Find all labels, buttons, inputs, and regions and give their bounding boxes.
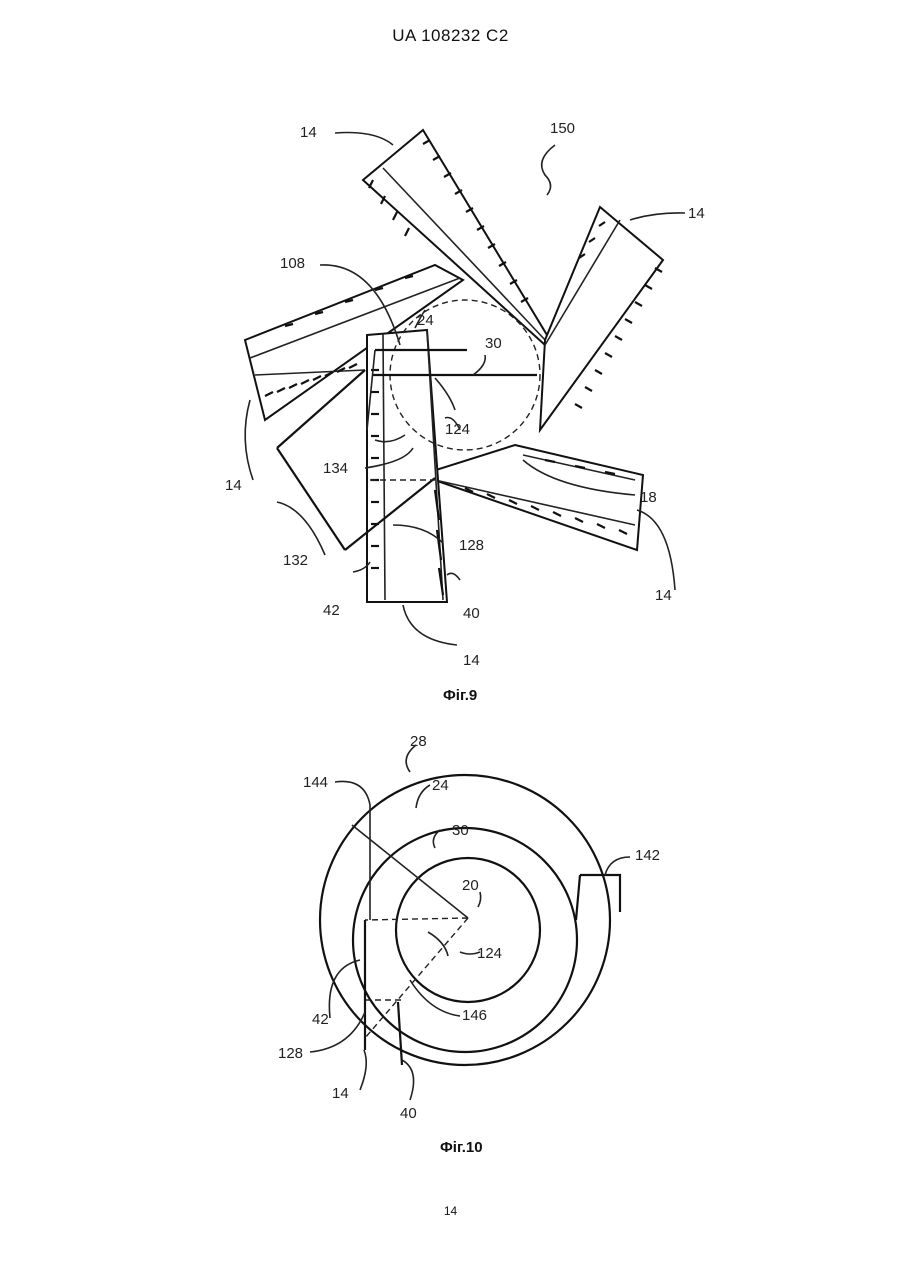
label-124: 124 [445, 421, 470, 438]
label-144: 144 [303, 774, 328, 791]
label-132: 132 [283, 552, 308, 569]
label-24: 24 [432, 777, 449, 794]
label-14-top: 14 [300, 124, 317, 141]
label-124: 124 [477, 945, 502, 962]
patent-number-header: UA 108232 C2 [0, 26, 901, 46]
figure-9-drawing: 14 150 14 108 24 30 124 134 14 18 128 13… [225, 100, 725, 710]
label-14-bottom: 14 [463, 652, 480, 669]
figure-10-caption: Фіг.10 [440, 1139, 483, 1156]
label-42: 42 [323, 602, 340, 619]
page-number: 14 [0, 1204, 901, 1218]
label-146: 146 [462, 1007, 487, 1024]
label-142: 142 [635, 847, 660, 864]
label-14-left: 14 [225, 477, 242, 494]
label-150: 150 [550, 120, 575, 137]
label-134: 134 [323, 460, 348, 477]
label-30: 30 [452, 822, 469, 839]
blade-right [540, 207, 663, 430]
figure-10: 28 144 24 30 142 20 124 146 42 128 14 40… [270, 720, 650, 1165]
label-14-right: 14 [688, 205, 705, 222]
label-40: 40 [463, 605, 480, 622]
label-24: 24 [417, 312, 434, 329]
figure-10-drawing: 28 144 24 30 142 20 124 146 42 128 14 40… [270, 720, 650, 1165]
label-20: 20 [462, 877, 479, 894]
label-108: 108 [280, 255, 305, 272]
label-42: 42 [312, 1011, 329, 1028]
label-14-bottom-right: 14 [655, 587, 672, 604]
figure-10-leader-lines [310, 745, 630, 1100]
label-128: 128 [278, 1045, 303, 1062]
label-14: 14 [332, 1085, 349, 1102]
label-128: 128 [459, 537, 484, 554]
label-18: 18 [640, 489, 657, 506]
figure-9-caption: Фіг.9 [443, 687, 477, 704]
label-28: 28 [410, 733, 427, 750]
blade-lower-right [420, 445, 643, 550]
figure-9: 14 150 14 108 24 30 124 134 14 18 128 13… [225, 100, 725, 710]
label-30: 30 [485, 335, 502, 352]
label-40: 40 [400, 1105, 417, 1122]
